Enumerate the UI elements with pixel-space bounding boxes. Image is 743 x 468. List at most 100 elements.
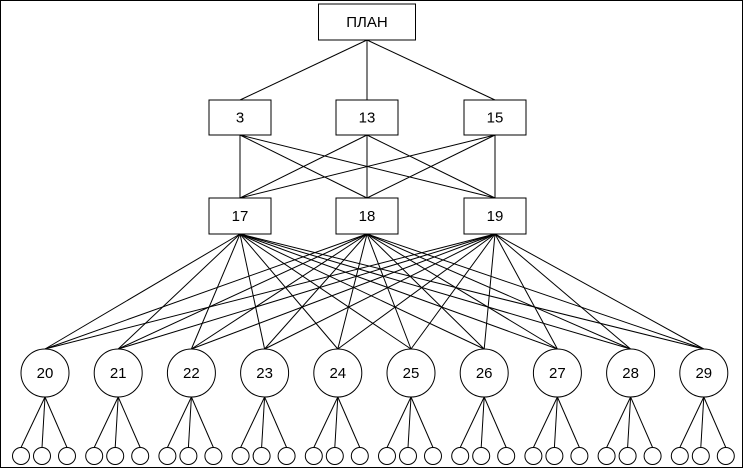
edge-l3-7-to-leaf-2 xyxy=(556,396,580,448)
leaf-node-7-2-circle xyxy=(570,447,589,465)
edge-l3-8-to-leaf-2 xyxy=(630,396,654,448)
node-l3-0: 20 xyxy=(20,348,70,398)
node-l1-1-label: 13 xyxy=(359,110,376,127)
node-l2-2-label: 19 xyxy=(487,208,504,225)
edge-l1-1-to-l2-0 xyxy=(239,134,368,199)
leaf-node-8-0-circle xyxy=(597,447,616,465)
edge-l3-5-to-leaf-1 xyxy=(407,396,412,448)
edge-l3-3-to-leaf-2 xyxy=(264,396,288,448)
edge-l2-2-to-l3-3 xyxy=(264,233,496,350)
node-l3-3: 23 xyxy=(240,348,290,398)
leaf-node-5-0 xyxy=(378,447,396,465)
leaf-node-5-0-circle xyxy=(378,447,396,465)
leaf-node-6-0 xyxy=(451,447,470,465)
node-l3-7-circle xyxy=(532,348,582,398)
node-l3-8-label: 28 xyxy=(622,365,639,382)
edge-l2-1-to-l3-1 xyxy=(117,233,368,350)
node-l3-9-circle xyxy=(679,348,729,398)
edge-l2-0-to-l3-9 xyxy=(239,233,704,350)
node-l3-1-label: 21 xyxy=(110,365,127,382)
node-l3-8: 28 xyxy=(606,348,656,398)
leaf-node-9-0 xyxy=(670,447,689,465)
leaf-node-8-2 xyxy=(643,447,662,465)
leaf-node-1-2 xyxy=(131,447,150,465)
leaf-node-3-0 xyxy=(231,447,250,465)
leaf-node-2-0-circle xyxy=(158,447,177,465)
leaf-node-9-0-circle xyxy=(670,447,689,465)
edge-l3-6-to-leaf-2 xyxy=(483,396,507,448)
node-l2-0-box xyxy=(208,197,272,235)
leaf-node-7-0-circle xyxy=(524,447,543,465)
leaf-node-1-1 xyxy=(106,447,125,465)
edge-l3-5-to-leaf-0 xyxy=(386,396,412,448)
node-root-box xyxy=(318,3,416,41)
edge-l2-0-to-l3-8 xyxy=(239,233,631,350)
edge-l2-2-to-l3-2 xyxy=(191,233,496,350)
edge-l2-2-to-l3-4 xyxy=(337,233,496,350)
edge-l2-2-to-l3-9 xyxy=(494,233,705,350)
node-l2-1-box xyxy=(335,197,399,235)
edge-l2-2-to-l3-7 xyxy=(494,233,558,350)
leaf-node-8-1 xyxy=(618,447,637,465)
leaf-node-8-0 xyxy=(597,447,616,465)
edge-l3-0-to-leaf-0 xyxy=(20,396,46,448)
edge-l3-9-to-leaf-2 xyxy=(703,396,727,448)
edge-l2-1-to-l3-8 xyxy=(366,233,631,350)
edge-root-to-l1-2 xyxy=(366,39,496,101)
edge-l3-1-to-leaf-0 xyxy=(93,396,119,448)
leaf-node-2-2-circle xyxy=(204,447,223,465)
node-l3-5: 25 xyxy=(386,348,436,398)
leaf-node-9-1 xyxy=(691,447,710,465)
edge-l2-1-to-l3-0 xyxy=(44,233,368,350)
leaf-node-6-0-circle xyxy=(451,447,470,465)
node-l3-0-label: 20 xyxy=(37,365,54,382)
leaf-node-2-1-circle xyxy=(179,447,198,465)
node-root: ПЛАН xyxy=(318,3,416,41)
leaf-node-9-2-circle xyxy=(716,447,735,465)
edge-l2-1-to-l3-7 xyxy=(366,233,558,350)
edge-l2-2-to-l3-5 xyxy=(410,233,496,350)
leaf-node-0-0-circle xyxy=(12,447,30,465)
leaf-node-7-0 xyxy=(524,447,543,465)
leaf-node-5-2-circle xyxy=(424,447,442,465)
leaf-node-3-2 xyxy=(277,447,296,465)
edge-l3-0-to-leaf-1 xyxy=(41,396,46,448)
edge-l2-0-to-l3-1 xyxy=(117,233,241,350)
node-l3-0-circle xyxy=(20,348,70,398)
leaf-node-8-1-circle xyxy=(618,447,637,465)
edge-l3-1-to-leaf-1 xyxy=(114,396,119,448)
node-l1-0-box xyxy=(208,99,272,136)
leaf-node-5-2 xyxy=(424,447,442,465)
node-l1-2-label: 15 xyxy=(487,110,504,127)
node-l3-6-label: 26 xyxy=(476,365,493,382)
leaf-node-4-2-circle xyxy=(350,447,369,465)
edge-l2-2-to-l3-6 xyxy=(483,233,496,350)
node-root-label: ПЛАН xyxy=(346,14,387,31)
edge-l2-1-to-l3-4 xyxy=(337,233,368,350)
edge-l2-1-to-l3-5 xyxy=(366,233,412,350)
edge-l2-0-to-l3-3 xyxy=(239,233,266,350)
leaf-node-1-2-circle xyxy=(131,447,150,465)
leaf-node-7-2 xyxy=(570,447,589,465)
edge-l2-1-to-l3-3 xyxy=(264,233,368,350)
node-l1-2: 15 xyxy=(463,99,527,136)
node-l3-2-label: 22 xyxy=(183,365,200,382)
node-l3-9: 29 xyxy=(679,348,729,398)
node-l3-1: 21 xyxy=(93,348,143,398)
node-l1-0-label: 3 xyxy=(236,110,244,127)
node-l1-2-box xyxy=(463,99,527,136)
edge-l1-2-to-l2-1 xyxy=(366,134,496,199)
node-l3-8-circle xyxy=(606,348,656,398)
node-l3-7-label: 27 xyxy=(549,365,566,382)
node-l2-0: 17 xyxy=(208,197,272,235)
edge-l3-4-to-leaf-0 xyxy=(313,396,339,448)
leaf-node-9-1-circle xyxy=(691,447,710,465)
edge-l2-0-to-l3-2 xyxy=(190,233,241,350)
leaf-node-1-0-circle xyxy=(85,447,104,465)
leaf-node-0-1-circle xyxy=(33,447,51,465)
edge-l2-1-to-l3-2 xyxy=(191,233,368,350)
node-l1-1-box xyxy=(335,99,399,136)
edge-l2-2-to-l3-0 xyxy=(44,233,496,350)
